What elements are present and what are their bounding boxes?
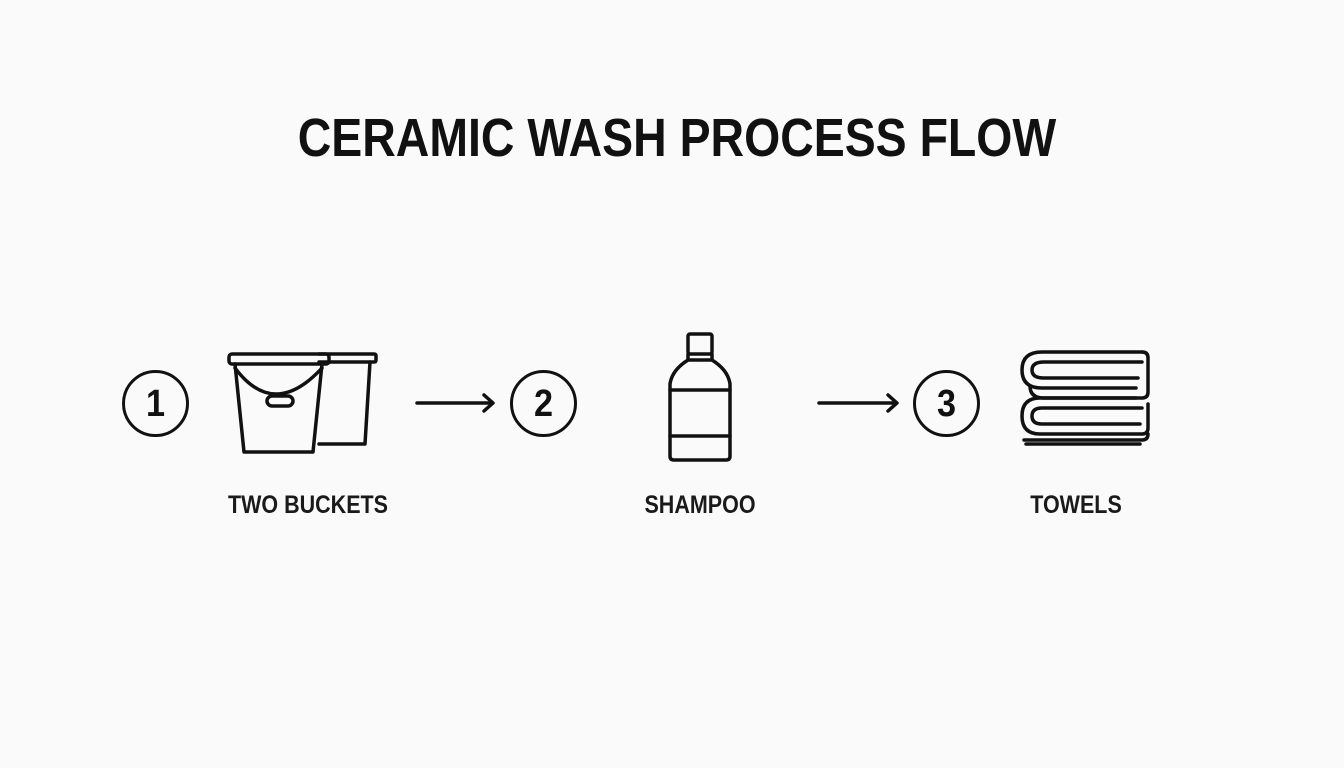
folded-towels-icon [1020, 350, 1150, 446]
arrow-2-to-3 [817, 393, 899, 413]
step-3-label: TOWELS [1030, 491, 1122, 519]
step-1-number-badge: 1 [122, 370, 189, 437]
arrow-1-to-2 [415, 393, 495, 413]
step-3-number: 3 [936, 382, 957, 425]
two-buckets-icon [227, 352, 378, 454]
shampoo-bottle-icon [668, 332, 732, 462]
diagram-title: CERAMIC WASH PROCESS FLOW [297, 108, 1057, 168]
step-2-number-badge: 2 [510, 370, 577, 437]
step-1-label: TWO BUCKETS [227, 491, 389, 519]
step-2-label: SHAMPOO [644, 491, 756, 519]
step-3-number-badge: 3 [913, 370, 980, 437]
step-2-number: 2 [533, 382, 554, 425]
step-1-number: 1 [145, 382, 166, 425]
